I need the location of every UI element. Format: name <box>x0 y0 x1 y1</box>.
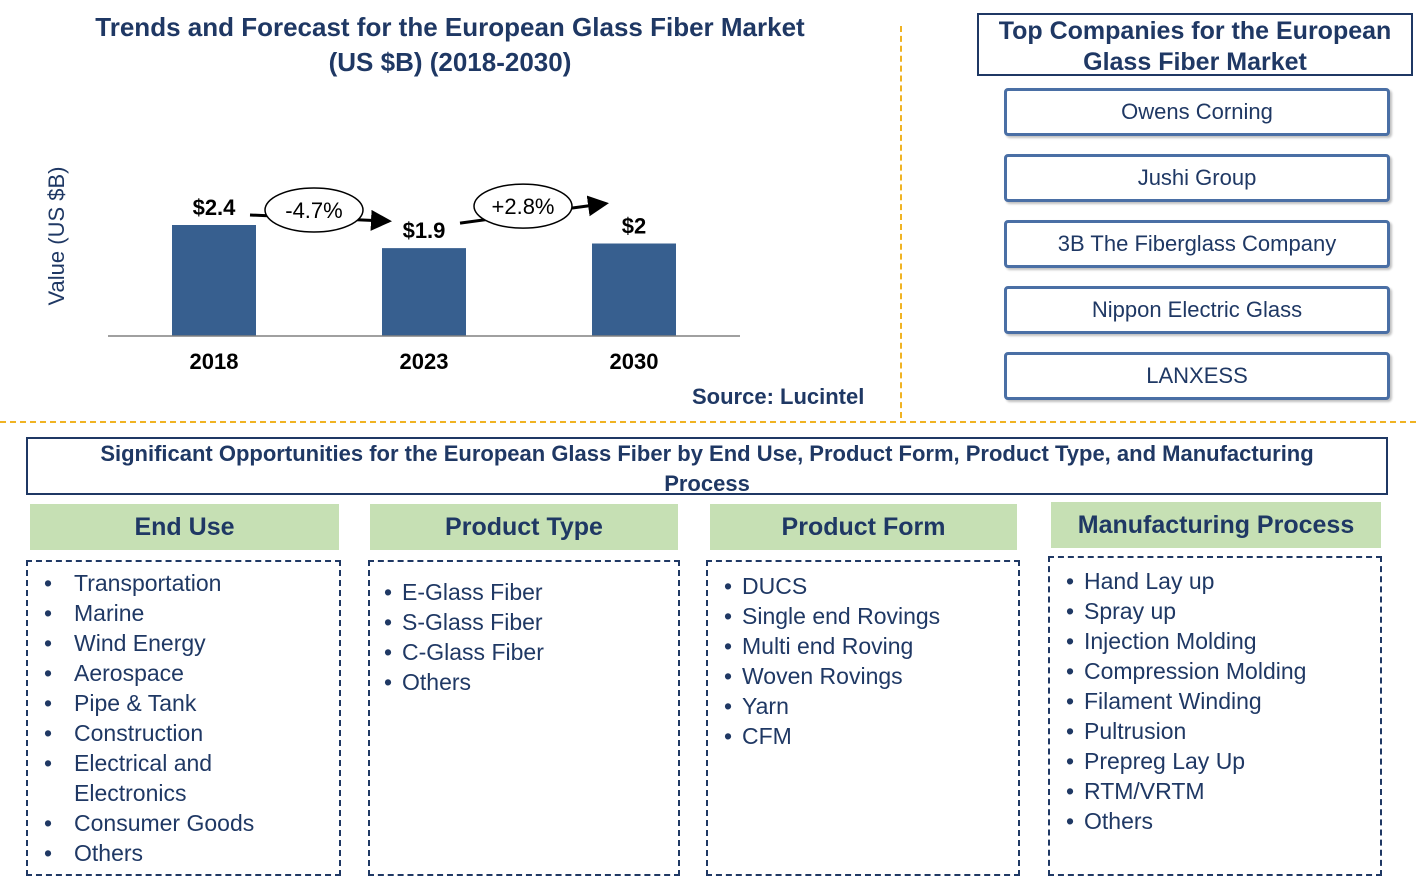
growth-label: +2.8% <box>492 194 555 219</box>
opportunities-title: Significant Opportunities for the Europe… <box>26 437 1388 496</box>
value-label: $2 <box>622 214 646 239</box>
manufacturing-process-list: •Hand Lay up •Spray up •Injection Moldin… <box>1050 558 1380 836</box>
chart-title-line1: Trends and Forecast for the European Gla… <box>95 12 805 42</box>
list-item: •Electrical and Electronics <box>44 750 213 806</box>
value-label: $1.9 <box>403 218 446 243</box>
bar-chart: Value (US $B) 2018 2023 2030 $2.4 $1.9 $2 -4… <box>44 167 740 374</box>
growth-badge <box>264 187 364 233</box>
list-item: •Single end Rovings <box>724 603 941 629</box>
list-item: •E-Glass Fiber <box>384 579 543 605</box>
chart-title: Trends and Forecast for the European Gla… <box>30 10 870 80</box>
x-tick-labels: 2018 2023 2030 <box>190 349 659 374</box>
company-item: Nippon Electric Glass <box>1004 286 1390 334</box>
list-item: •Consumer Goods <box>44 810 255 836</box>
growth-label: -4.7% <box>285 198 342 223</box>
bar <box>172 225 256 336</box>
list-item: •Transportation <box>44 570 222 596</box>
list-item: •Hand Lay up <box>1066 568 1215 594</box>
chart-title-line2: (US $B) (2018-2030) <box>328 47 572 77</box>
y-axis-label: Value (US $B) <box>44 167 69 306</box>
list-item: •Spray up <box>1066 598 1177 624</box>
list-item: •Others <box>44 840 144 866</box>
product-type-header: Product Type <box>370 504 678 550</box>
list-item: •Filament Winding <box>1066 688 1262 714</box>
source-label: Source: Lucintel <box>692 384 865 409</box>
company-item: 3B The Fiberglass Company <box>1004 220 1390 268</box>
bar <box>382 248 466 336</box>
x-tick-label: 2018 <box>190 349 239 374</box>
list-item: •Aerospace <box>44 660 184 686</box>
manufacturing-process-header: Manufacturing Process <box>1051 502 1381 548</box>
end-use-header: End Use <box>30 504 339 550</box>
list-item: •RTM/VRTM <box>1066 778 1205 804</box>
list-item: •Yarn <box>724 693 789 719</box>
bars-group <box>172 225 676 336</box>
product-form-box: •DUCS •Single end Rovings •Multi end Rov… <box>706 560 1020 876</box>
company-item: Jushi Group <box>1004 154 1390 202</box>
company-item: LANXESS <box>1004 352 1390 400</box>
growth-badge <box>473 183 573 229</box>
company-item: Owens Corning <box>1004 88 1390 136</box>
list-item: •Pultrusion <box>1066 718 1187 744</box>
horizontal-divider <box>0 421 1416 423</box>
vertical-divider <box>900 26 902 418</box>
list-item: •Pipe & Tank <box>44 690 197 716</box>
list-item: •Woven Rovings <box>724 663 903 689</box>
list-item: •Compression Molding <box>1066 658 1307 684</box>
product-form-header: Product Form <box>710 504 1017 550</box>
list-item: •S-Glass Fiber <box>384 609 543 635</box>
manufacturing-process-box: •Hand Lay up •Spray up •Injection Moldin… <box>1048 556 1382 876</box>
list-item: •C-Glass Fiber <box>384 639 544 665</box>
end-use-list: •Transportation •Marine •Wind Energy •Ae… <box>28 562 339 868</box>
list-item: •Injection Molding <box>1066 628 1257 654</box>
product-form-list: •DUCS •Single end Rovings •Multi end Rov… <box>708 562 1018 751</box>
x-tick-label: 2023 <box>400 349 449 374</box>
value-labels: $2.4 $1.9 $2 <box>193 195 647 243</box>
top-companies-title: Top Companies for the European Glass Fib… <box>977 13 1413 76</box>
list-item: •Others <box>384 669 472 695</box>
bar <box>592 243 676 336</box>
end-use-box: •Transportation •Marine •Wind Energy •Ae… <box>26 560 341 876</box>
value-label: $2.4 <box>193 195 237 220</box>
list-item: •Wind Energy <box>44 630 206 656</box>
list-item: •Construction <box>44 720 204 746</box>
growth-annotations: -4.7% +2.8% <box>249 183 609 233</box>
list-item: •Marine <box>44 600 145 626</box>
product-type-box: •E-Glass Fiber •S-Glass Fiber •C-Glass F… <box>368 560 680 876</box>
list-item: •DUCS <box>724 573 808 599</box>
x-tick-label: 2030 <box>610 349 659 374</box>
list-item: •Multi end Roving <box>724 633 914 659</box>
list-item: •Others <box>1066 808 1154 834</box>
list-item: •CFM <box>724 723 792 749</box>
list-item: •Prepreg Lay Up <box>1066 748 1246 774</box>
product-type-list: •E-Glass Fiber •S-Glass Fiber •C-Glass F… <box>370 562 678 697</box>
